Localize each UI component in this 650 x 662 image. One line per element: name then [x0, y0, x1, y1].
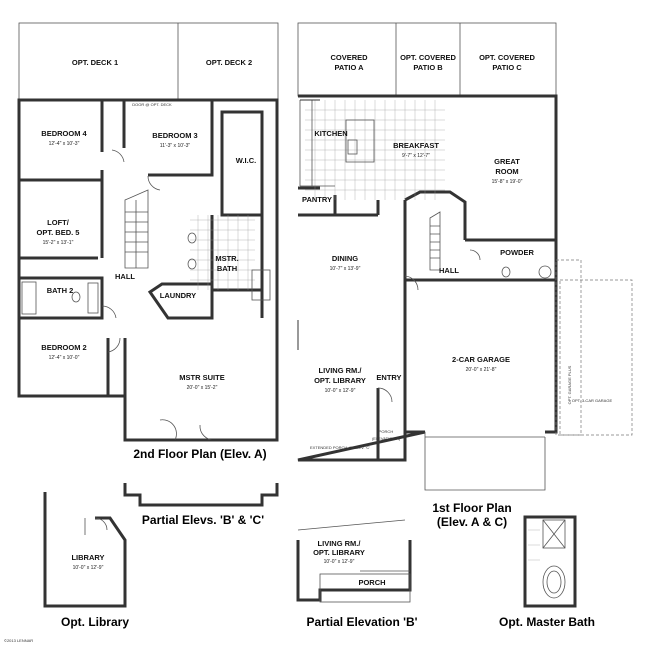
kitchen-label: KITCHEN — [314, 129, 347, 138]
bedroom2-label: BEDROOM 2 — [41, 343, 86, 352]
library-dim: 10'-0" x 12'-9" — [73, 565, 104, 571]
great-room-label-1: GREAT — [494, 157, 520, 166]
bath2-fixtures — [21, 281, 99, 315]
first-floor-interior-walls — [298, 186, 556, 460]
opt-deck-1-label: OPT. DECK 1 — [72, 58, 118, 67]
living-b-label-2: OPT. LIBRARY — [313, 548, 365, 557]
garage-dim: 20'-0" x 21'-8" — [466, 367, 497, 373]
covered-patio-a-label-1: COVERED — [330, 53, 368, 62]
dining-label: DINING — [332, 254, 358, 263]
first-floor-stair — [429, 211, 441, 271]
loft-label-1: LOFT/ — [47, 218, 70, 227]
living-a-dim: 10'-0" x 12'-9" — [325, 388, 356, 394]
dining-dim: 10'-7" x 13'-9" — [330, 266, 361, 272]
living-b-label-1: LIVING RM./ — [318, 539, 362, 548]
opt-deck-2-label: OPT. DECK 2 — [206, 58, 252, 67]
bedroom3-dim: 11'-3" x 10'-3" — [160, 143, 191, 149]
garage-label: 2-CAR GARAGE — [452, 355, 510, 364]
mstr-suite-dim: 20'-0" x 15'-2" — [187, 385, 218, 391]
second-floor-stair — [124, 189, 149, 269]
bedroom4-label: BEDROOM 4 — [41, 129, 87, 138]
opt-master-bath-caption: Opt. Master Bath — [499, 615, 595, 629]
living-a-label-1: LIVING RM./ — [319, 366, 363, 375]
partial-elevation-b-plan: LIVING RM./ OPT. LIBRARY 10'-0" x 12'-9"… — [296, 519, 418, 629]
great-room-dim: 15'-8" x 19'-0" — [492, 179, 523, 185]
second-floor-caption: 2nd Floor Plan (Elev. A) — [133, 447, 266, 461]
opt-3car-garage-label: OPT. 3-CAR GARAGE — [572, 398, 613, 403]
opt-library-caption: Opt. Library — [61, 615, 129, 629]
first-floor-caption-1: 1st Floor Plan — [432, 501, 511, 515]
bath2-label: BATH 2 — [47, 286, 74, 295]
partial-elevs-bc: Partial Elevs. 'B' & 'C' — [123, 483, 279, 527]
porch-b-label: PORCH — [358, 578, 385, 587]
first-floor-windows — [297, 99, 557, 461]
bedroom4-dim: 12'-4" x 10'-3" — [49, 141, 80, 147]
opt-covered-patio-c-label-2: PATIO C — [492, 63, 522, 72]
wic-label: W.I.C. — [236, 156, 256, 165]
living-a-label-2: OPT. LIBRARY — [314, 376, 366, 385]
garage-door — [424, 432, 546, 491]
first-floor-plan: COVERED PATIO A OPT. COVERED PATIO B OPT… — [297, 22, 633, 491]
powder-label: POWDER — [500, 248, 534, 257]
mstr-bath-label-2: BATH — [217, 264, 237, 273]
first-floor-door-swings — [377, 249, 481, 403]
master-bath-tile — [187, 215, 271, 301]
partial-bc-caption: Partial Elevs. 'B' & 'C' — [142, 513, 264, 527]
pantry-label: PANTRY — [302, 195, 332, 204]
mstr-bath-label-1: MSTR. — [215, 254, 238, 263]
loft-label-2: OPT. BED. 5 — [37, 228, 80, 237]
opt-covered-patio-b-label-1: OPT. COVERED — [400, 53, 456, 62]
first-floor-caption-2: (Elev. A & C) — [437, 515, 507, 529]
porch-a-label: PORCH — [379, 429, 394, 434]
second-floor-plan: OPT. DECK 1 OPT. DECK 2 DOOR @ OPT. DECK… — [17, 22, 279, 442]
second-floor-exterior-walls — [17, 98, 279, 442]
extended-porch-note: EXTENDED PORCH @ ELEV. 'C' — [310, 445, 370, 450]
second-floor-windows — [18, 99, 278, 441]
great-room-label-2: ROOM — [495, 167, 518, 176]
laundry-label: LAUNDRY — [160, 291, 196, 300]
hall-1st-label: HALL — [439, 266, 459, 275]
loft-dim: 15'-2" x 13'-1" — [43, 240, 74, 246]
opt-covered-patio-c-label-1: OPT. COVERED — [479, 53, 535, 62]
library-label: LIBRARY — [71, 553, 104, 562]
entry-label: ENTRY — [376, 373, 401, 382]
breakfast-dim: 9'-7" x 12'-7" — [402, 153, 430, 159]
covered-patio-a-label-2: PATIO A — [334, 63, 364, 72]
mstr-suite-label: MSTR SUITE — [179, 373, 224, 382]
bedroom3-label: BEDROOM 3 — [152, 131, 197, 140]
opt-garage-outlines — [555, 259, 633, 436]
partial-b-caption: Partial Elevation 'B' — [306, 615, 417, 629]
opt-garage-plus-label: OPT. GARAGE PLUS — [567, 365, 572, 404]
hall-2nd-label: HALL — [115, 272, 135, 281]
door-at-deck-note: DOOR @ OPT. DECK — [132, 102, 172, 107]
powder-fixtures — [501, 265, 552, 279]
kitchen-tile — [299, 100, 445, 200]
bedroom2-dim: 12'-4" x 10'-0" — [49, 355, 80, 361]
breakfast-label: BREAKFAST — [393, 141, 439, 150]
opt-library-plan: LIBRARY 10'-0" x 12'-9" Opt. Library — [43, 492, 129, 629]
porch-a-sub: (ELEVATION A) — [372, 436, 401, 441]
opt-master-bath-plan: Opt. Master Bath — [499, 515, 595, 629]
living-b-dim: 10'-0" x 12'-9" — [324, 559, 355, 565]
first-floor-exterior-walls — [297, 94, 558, 462]
opt-covered-patio-b-label-2: PATIO B — [413, 63, 443, 72]
copyright-note: ©2013 LENNAR — [4, 638, 33, 643]
second-floor-door-swings — [101, 149, 216, 441]
